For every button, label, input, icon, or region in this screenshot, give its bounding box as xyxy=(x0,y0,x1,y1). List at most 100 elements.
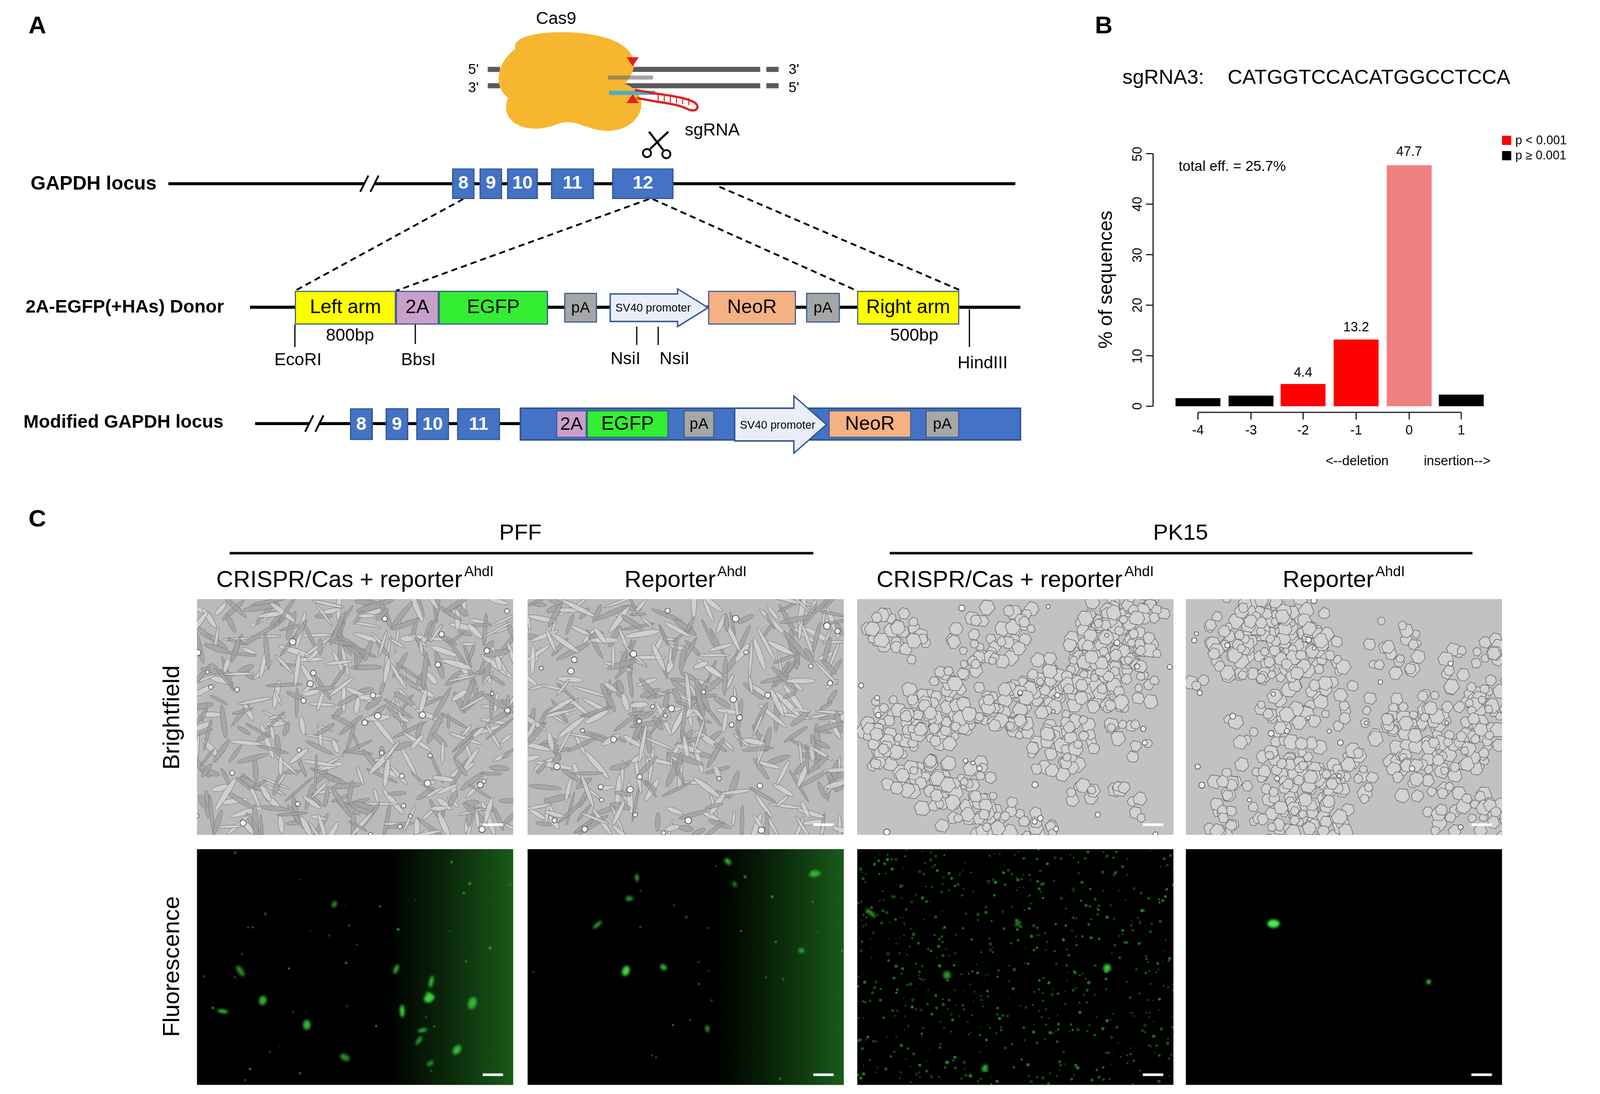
cell xyxy=(923,754,937,767)
cell xyxy=(796,806,826,820)
cell xyxy=(212,776,239,812)
cell xyxy=(424,779,432,787)
cell xyxy=(960,807,975,822)
cell xyxy=(483,722,503,750)
cell xyxy=(278,755,283,776)
dna-strand xyxy=(487,83,500,89)
cell xyxy=(875,711,882,718)
cell xyxy=(555,678,571,697)
cell xyxy=(764,692,771,698)
cell xyxy=(1006,721,1016,731)
cell xyxy=(814,739,831,750)
cell xyxy=(381,801,393,835)
cell xyxy=(1140,726,1146,732)
cell xyxy=(628,710,649,716)
cell xyxy=(632,812,638,818)
cell xyxy=(631,723,644,741)
cell xyxy=(287,618,309,648)
cell xyxy=(262,631,271,670)
cell xyxy=(1467,813,1477,822)
cell xyxy=(1117,719,1127,729)
cell xyxy=(401,803,406,808)
cell xyxy=(988,719,1001,732)
cell xyxy=(890,781,904,795)
cell xyxy=(913,722,928,736)
cell xyxy=(1110,731,1127,746)
cell xyxy=(1130,719,1141,730)
cell xyxy=(241,622,277,647)
cell xyxy=(1135,645,1147,656)
cell xyxy=(794,815,812,835)
cell xyxy=(870,758,882,769)
cell xyxy=(975,712,984,721)
cell xyxy=(908,617,918,627)
cell xyxy=(372,787,381,804)
cell xyxy=(307,680,314,687)
cell xyxy=(1127,598,1136,603)
cell xyxy=(1233,734,1248,749)
cell xyxy=(701,689,706,694)
cell xyxy=(813,719,844,733)
cell xyxy=(547,696,575,715)
cell xyxy=(347,819,368,833)
cell xyxy=(940,725,952,736)
dna-strand xyxy=(766,83,779,89)
cell xyxy=(823,778,844,791)
cell xyxy=(277,814,285,835)
cell xyxy=(1114,639,1120,646)
cell xyxy=(657,623,670,646)
cell xyxy=(1445,782,1455,792)
cell xyxy=(742,736,766,747)
cell xyxy=(1088,742,1100,754)
cell xyxy=(1086,700,1100,714)
cell xyxy=(643,735,675,752)
cell xyxy=(397,823,403,829)
cell xyxy=(1257,813,1269,825)
cell xyxy=(1339,711,1351,724)
cell xyxy=(374,712,382,720)
cell xyxy=(444,672,481,684)
cell xyxy=(712,694,732,710)
cell xyxy=(355,598,394,615)
cell xyxy=(963,758,968,764)
cell xyxy=(341,739,373,756)
cell xyxy=(785,678,816,684)
cell xyxy=(1027,668,1039,680)
cell xyxy=(305,642,327,663)
cell xyxy=(1093,618,1103,628)
cell xyxy=(1117,781,1131,794)
axis-break xyxy=(370,175,379,192)
cell xyxy=(1090,673,1098,682)
cell xyxy=(909,766,919,775)
cell xyxy=(301,758,339,768)
cell xyxy=(1027,624,1035,633)
micrograph-ground xyxy=(527,598,844,835)
cut-site-marker xyxy=(626,57,640,67)
cell xyxy=(943,666,954,675)
cell xyxy=(692,717,707,753)
cell xyxy=(947,634,961,649)
cas9-protein xyxy=(498,32,642,131)
cell xyxy=(732,615,740,622)
cell xyxy=(397,671,423,693)
cell xyxy=(417,688,429,715)
cell xyxy=(1314,664,1324,674)
cell xyxy=(256,743,290,755)
cell xyxy=(988,656,996,665)
cell xyxy=(731,810,736,827)
cell xyxy=(1036,677,1045,686)
cell xyxy=(1276,758,1287,769)
cell xyxy=(528,783,562,792)
cell xyxy=(1136,813,1146,822)
cell xyxy=(225,790,256,811)
cell xyxy=(309,779,331,800)
cell xyxy=(297,814,314,835)
cell xyxy=(1006,796,1018,808)
cell xyxy=(961,706,978,722)
cell xyxy=(489,764,510,772)
cell xyxy=(355,765,366,785)
cell xyxy=(893,733,903,742)
cell xyxy=(478,826,485,833)
cell xyxy=(1134,683,1143,692)
cell xyxy=(482,796,495,825)
